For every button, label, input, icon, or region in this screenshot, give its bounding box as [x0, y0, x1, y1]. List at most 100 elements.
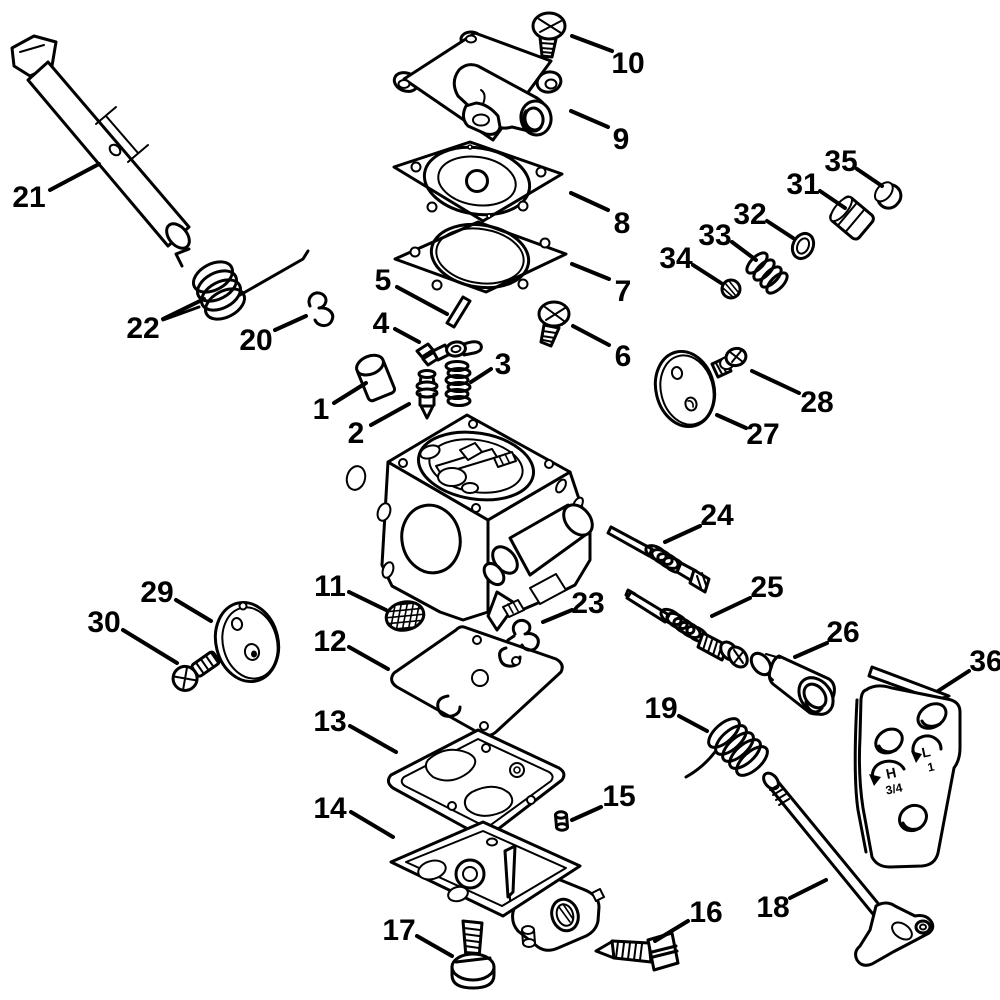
part-35-cap — [873, 181, 903, 210]
part-label-16: 16 — [689, 896, 722, 929]
part-8-pump-diaphragm — [392, 140, 564, 223]
leader-line-32 — [765, 219, 795, 240]
part-12-metering-diaphragm — [390, 625, 564, 738]
leader-line-27 — [715, 413, 748, 430]
part-label-23: 23 — [571, 587, 604, 620]
leader-line-25 — [710, 596, 752, 618]
leader-line-20 — [273, 314, 308, 332]
part-11-inlet-screen — [383, 599, 427, 633]
part-label-34: 34 — [659, 242, 693, 275]
part-label-22: 22 — [126, 312, 159, 345]
part-label-11: 11 — [314, 570, 346, 603]
high-jet-letter: H — [884, 764, 897, 782]
leader-line-1 — [332, 381, 368, 405]
part-6-cover-screw — [537, 300, 571, 348]
leader-line-24 — [663, 524, 702, 544]
part-label-29: 29 — [140, 576, 173, 609]
part-32-o-ring — [790, 231, 816, 261]
part-label-19: 19 — [644, 692, 677, 725]
part-7-pump-gasket — [393, 220, 568, 294]
fuel-inlet-boss — [482, 503, 594, 605]
leader-line-35 — [855, 167, 884, 188]
part-4-metering-lever — [415, 340, 483, 367]
leader-line-17 — [415, 934, 454, 958]
part-label-15: 15 — [602, 780, 635, 813]
part-label-33: 33 — [698, 219, 731, 252]
high-jet-marking: H 3/4 — [869, 759, 906, 798]
part-label-13: 13 — [313, 705, 346, 738]
part-29-cover-disc — [213, 600, 281, 684]
part-label-30: 30 — [87, 606, 120, 639]
leader-line-18 — [788, 878, 828, 900]
high-jet-value: 3/4 — [884, 780, 904, 797]
low-jet-letter: L — [920, 743, 932, 761]
part-2-inlet-needle — [415, 369, 439, 420]
part-10-pump-cover-screw — [531, 11, 567, 59]
part-16-valve-screw — [594, 931, 680, 972]
part-label-14: 14 — [313, 792, 347, 825]
leader-line-33 — [730, 240, 758, 262]
part-label-2: 2 — [348, 417, 365, 450]
part-27-cover-disc — [653, 349, 717, 429]
part-label-26: 26 — [826, 616, 859, 649]
leader-line-26 — [793, 641, 829, 659]
part-28-cover-screw — [710, 346, 748, 379]
part-label-31: 31 — [786, 168, 819, 201]
part-label-35: 35 — [824, 145, 857, 178]
part-13-metering-gasket — [386, 728, 566, 838]
leader-line-3 — [469, 367, 493, 384]
carburetor-body — [345, 413, 594, 632]
part-label-10: 10 — [611, 47, 644, 80]
leader-line-7 — [570, 262, 611, 281]
low-jet-value: 1 — [926, 759, 936, 774]
part-label-25: 25 — [750, 571, 783, 604]
leader-line-14 — [349, 810, 395, 839]
choke-valve-detail — [419, 442, 517, 494]
part-label-3: 3 — [495, 348, 512, 381]
part-label-7: 7 — [615, 275, 632, 308]
part-17-cover-screw — [450, 919, 496, 990]
leader-line-10 — [570, 34, 614, 53]
part-14-bottom-cover — [389, 820, 605, 952]
part-label-1: 1 — [313, 393, 330, 426]
part-22-torsion-spring — [161, 247, 310, 322]
leader-line-11 — [347, 590, 388, 612]
part-5-lever-pin — [445, 295, 472, 329]
low-jet-marking: L 1 — [911, 734, 943, 775]
leader-line-23 — [541, 608, 574, 624]
part-23-clip — [506, 618, 540, 652]
part-34-plug — [720, 278, 742, 300]
part-24-adjusting-screw — [606, 525, 711, 594]
part-label-9: 9 — [613, 123, 630, 156]
part-30-cover-screw — [171, 650, 221, 692]
leader-line-29 — [174, 598, 213, 623]
leader-line-21 — [48, 162, 101, 192]
leader-line-31 — [818, 189, 847, 210]
part-label-24: 24 — [700, 499, 734, 532]
part-label-12: 12 — [313, 625, 346, 658]
part-label-20: 20 — [239, 324, 272, 357]
part-label-6: 6 — [615, 340, 632, 373]
leader-line-34 — [691, 263, 723, 285]
part-label-5: 5 — [375, 264, 392, 297]
part-26-sleeve-cap — [749, 651, 836, 716]
leader-line-8 — [569, 191, 610, 212]
part-18-choke-shaft — [762, 771, 935, 967]
part-label-4: 4 — [373, 307, 390, 340]
leader-line-28 — [750, 369, 801, 395]
part-9-pump-cover — [392, 30, 563, 142]
nozzle-spigot — [486, 590, 518, 632]
part-label-36: 36 — [969, 645, 1000, 678]
leader-line-5 — [395, 285, 449, 316]
part-label-28: 28 — [800, 386, 833, 419]
leader-line-9 — [569, 109, 610, 129]
part-1-plug — [355, 353, 397, 403]
part-label-8: 8 — [614, 207, 631, 240]
part-15-plug-pin — [554, 810, 569, 832]
part-label-32: 32 — [733, 198, 766, 231]
part-label-21: 21 — [12, 181, 45, 214]
leader-line-16 — [653, 919, 690, 943]
leader-line-22 — [161, 297, 206, 321]
